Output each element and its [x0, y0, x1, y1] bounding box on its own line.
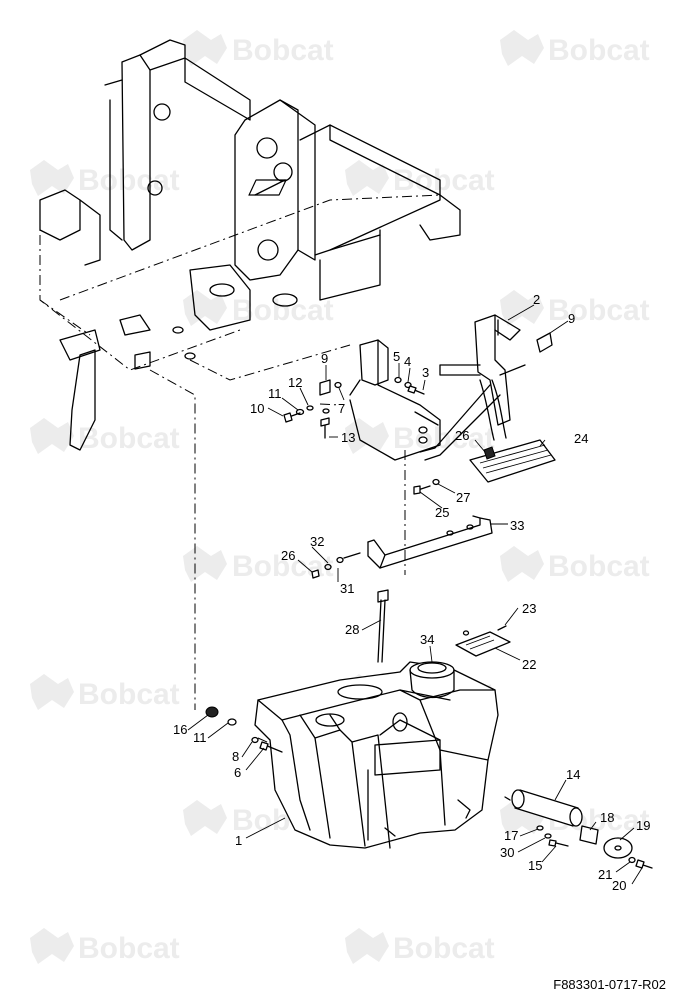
callout-6: 6: [234, 765, 241, 780]
callout-8: 8: [232, 749, 239, 764]
callout-3: 3: [422, 365, 429, 380]
step-bracket: [419, 314, 556, 483]
callout-34: 34: [420, 632, 434, 647]
watermark-logo: [30, 160, 74, 196]
watermark-logo: [500, 546, 544, 582]
watermark-logo: [500, 290, 544, 326]
watermark-text: Bobcat: [393, 164, 495, 197]
watermark-text: Bobcat: [78, 422, 180, 455]
callout-17: 17: [504, 828, 518, 843]
watermark-text: Bobcat: [548, 294, 650, 327]
watermark-logo: [183, 290, 227, 326]
callout-23: 23: [522, 601, 536, 616]
watermark-logo: [30, 674, 74, 710]
callout-24: 24: [574, 431, 588, 446]
watermark-text: Bobcat: [78, 932, 180, 965]
callout-2: 2: [533, 292, 540, 307]
watermark-text: Bobcat: [548, 34, 650, 67]
callout-leaders: [187, 304, 643, 885]
watermark-logo: [345, 928, 389, 964]
callout-4: 4: [404, 354, 411, 369]
callout-10: 10: [250, 401, 264, 416]
callout-20: 20: [612, 878, 626, 893]
callout-1: 1: [235, 833, 242, 848]
callout-11: 11: [193, 730, 207, 745]
fuel-tank: [254, 661, 499, 849]
watermark-text: Bobcat: [393, 932, 495, 965]
watermark-text: Bobcat: [232, 34, 334, 67]
callout-5: 5: [393, 349, 400, 364]
callout-26: 26: [455, 428, 469, 443]
callout-14: 14: [566, 767, 580, 782]
watermark-text: Bobcat: [232, 550, 334, 583]
callout-31: 31: [340, 581, 354, 596]
callout-30: 30: [500, 845, 514, 860]
watermark-text: Bobcat: [548, 550, 650, 583]
watermark-text: Bobcat: [78, 164, 180, 197]
callout-18: 18: [600, 810, 614, 825]
callout-26: 26: [281, 548, 295, 563]
callout-32: 32: [310, 534, 324, 549]
callout-12: 12: [288, 375, 302, 390]
watermark-text: Bobcat: [78, 678, 180, 711]
watermark-logo: [30, 418, 74, 454]
shaft-assembly: [504, 789, 653, 869]
fasteners: [205, 332, 553, 753]
watermark-logo: [345, 160, 389, 196]
callout-7: 7: [338, 401, 345, 416]
callout-33: 33: [510, 518, 524, 533]
watermark-logo: [30, 928, 74, 964]
lower-bracket: [367, 515, 493, 569]
callout-15: 15: [528, 858, 542, 873]
callout-16: 16: [173, 722, 187, 737]
watermark-logo: [345, 418, 389, 454]
decal-plate: [455, 630, 511, 657]
watermark-logo: [183, 800, 227, 836]
callout-19: 19: [636, 818, 650, 833]
watermark-text: Bobcat: [232, 294, 334, 327]
callout-labels: 2 9 3 4 5 9 7 12 11 10 13 26 24 27 25 33…: [173, 292, 650, 893]
machine-frame: [39, 39, 461, 451]
watermark-logo: [183, 546, 227, 582]
callout-11: 11: [268, 386, 282, 401]
watermark-logo: [183, 30, 227, 66]
callout-9: 9: [321, 351, 328, 366]
watermark-logo: [500, 30, 544, 66]
callout-27: 27: [456, 490, 470, 505]
callout-13: 13: [341, 430, 355, 445]
mounting-plate: [349, 339, 441, 461]
drawing-code: F883301-0717-R02: [553, 977, 666, 992]
callout-28: 28: [345, 622, 359, 637]
callout-21: 21: [598, 867, 612, 882]
callout-22: 22: [522, 657, 536, 672]
callout-25: 25: [435, 505, 449, 520]
callout-9: 9: [568, 311, 575, 326]
dipstick: [377, 589, 389, 663]
